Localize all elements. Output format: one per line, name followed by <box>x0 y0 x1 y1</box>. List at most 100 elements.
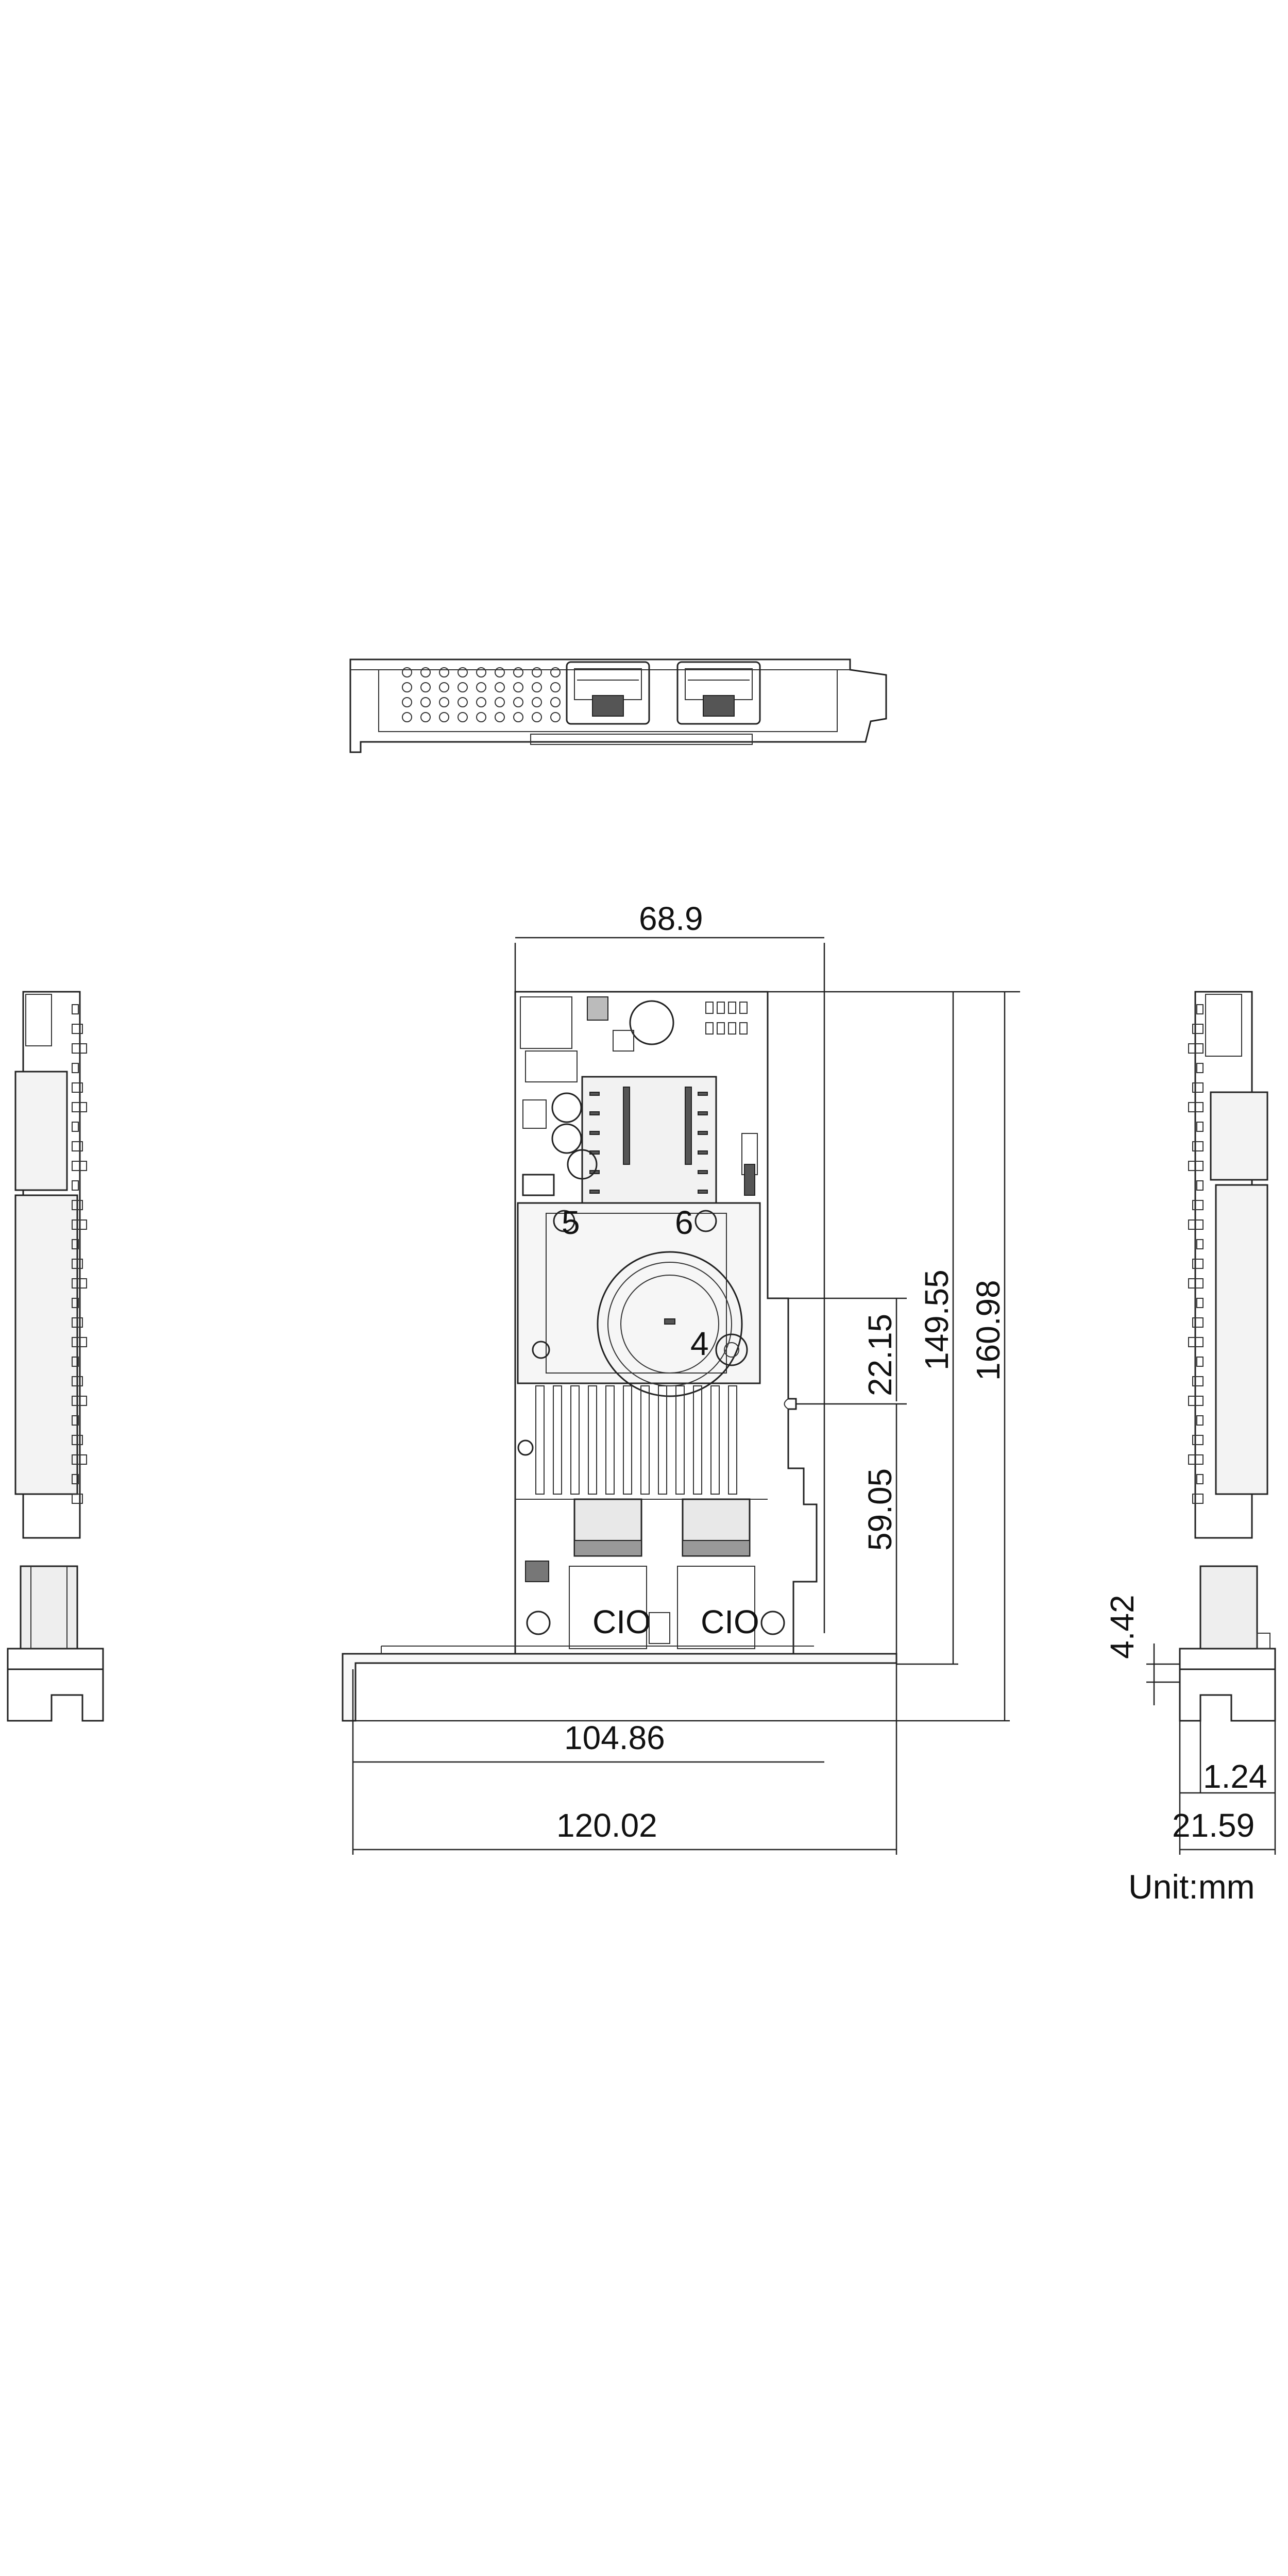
smd-part <box>728 1022 736 1035</box>
heatsink-fin <box>553 1385 562 1495</box>
dim-height-inner: 149.55 <box>918 1269 955 1370</box>
vent-hole <box>420 712 431 722</box>
side-part <box>72 1141 83 1151</box>
chip-pin <box>698 1190 708 1194</box>
heatsink-fin <box>675 1385 685 1495</box>
vent-hole <box>476 712 486 722</box>
dim-side-depth: 21.59 <box>1172 1807 1255 1844</box>
unit-label: Unit:mm <box>1128 1868 1255 1906</box>
heatsink-fin <box>640 1385 650 1495</box>
side-part <box>1196 1122 1204 1132</box>
vent-hole <box>532 697 542 707</box>
vent-hole <box>476 682 486 692</box>
vent-hole <box>439 682 449 692</box>
side-part <box>72 1043 87 1054</box>
side-part <box>1196 1180 1204 1191</box>
side-part <box>72 1180 79 1191</box>
vent-hole <box>420 682 431 692</box>
vent-hole <box>513 712 523 722</box>
side-part <box>72 1259 83 1269</box>
side-part <box>72 1415 79 1426</box>
vent-hole <box>457 712 468 722</box>
side-part <box>72 1239 79 1249</box>
port-label-6: 6 <box>675 1204 693 1241</box>
vent-hole <box>532 712 542 722</box>
side-part <box>72 1063 79 1073</box>
side-part <box>1196 1357 1204 1367</box>
side-part <box>72 1494 83 1504</box>
side-part <box>1192 1082 1204 1093</box>
heatsink-fin <box>728 1385 737 1495</box>
side-part <box>72 1376 83 1386</box>
side-part <box>1192 1141 1204 1151</box>
vent-hole <box>550 697 561 707</box>
vent-hole <box>420 697 431 707</box>
heatsink-fin <box>570 1385 580 1495</box>
side-part <box>1196 1298 1204 1308</box>
chip-pins <box>589 1092 708 1194</box>
smd-part <box>717 1002 725 1014</box>
vent-hole <box>550 667 561 677</box>
side-part <box>72 1357 79 1367</box>
connector-left: CIO <box>569 1498 651 1649</box>
chip-pin <box>589 1092 600 1096</box>
side-part <box>1188 1337 1204 1347</box>
chip-pin <box>698 1170 708 1174</box>
smd-part <box>739 1022 748 1035</box>
vent-hole <box>457 697 468 707</box>
dim-bracket-thickness: 1.24 <box>1203 1758 1267 1795</box>
side-part <box>72 1219 87 1230</box>
smd-part <box>728 1002 736 1014</box>
dimension-lines <box>352 937 1276 1855</box>
side-part <box>1188 1454 1204 1465</box>
smd-part <box>739 1002 748 1014</box>
vent-hole <box>495 667 505 677</box>
side-part <box>1192 1494 1204 1504</box>
side-part <box>72 1337 87 1347</box>
side-part <box>72 1082 83 1093</box>
vent-hole <box>495 682 505 692</box>
side-part <box>72 1454 87 1465</box>
smd-part <box>717 1022 725 1035</box>
side-part <box>72 1004 79 1014</box>
vent-holes <box>402 667 561 722</box>
port-label-5: 5 <box>562 1204 580 1241</box>
heatsink-fins <box>535 1385 737 1495</box>
vent-hole <box>513 667 523 677</box>
rj45-port-left <box>566 661 650 725</box>
heatsink-fin <box>623 1385 632 1495</box>
vent-hole <box>402 697 412 707</box>
port-label-4: 4 <box>690 1325 709 1362</box>
side-part <box>1192 1376 1204 1386</box>
side-part <box>1192 1259 1204 1269</box>
side-part <box>1196 1415 1204 1426</box>
dim-width-pcb: 104.86 <box>564 1719 665 1756</box>
vent-hole <box>439 667 449 677</box>
side-part <box>72 1024 83 1034</box>
chip-pin <box>589 1131 600 1135</box>
side-part <box>1188 1219 1204 1230</box>
dim-width-top: 68.9 <box>639 900 703 937</box>
chip-pin <box>698 1111 708 1115</box>
side-part <box>72 1474 79 1484</box>
side-part <box>1188 1102 1204 1112</box>
vent-hole <box>476 697 486 707</box>
side-components <box>72 1004 87 1504</box>
vent-hole <box>457 667 468 677</box>
side-part <box>1192 1317 1204 1328</box>
vent-hole <box>532 667 542 677</box>
side-part <box>1196 1004 1204 1014</box>
chip-pin <box>589 1111 600 1115</box>
dim-width-overall: 120.02 <box>556 1807 657 1844</box>
side-part <box>1192 1024 1204 1034</box>
side-part <box>72 1435 83 1445</box>
vent-hole <box>402 712 412 722</box>
vent-hole <box>513 682 523 692</box>
vent-hole <box>420 667 431 677</box>
vent-hole <box>439 712 449 722</box>
vent-hole <box>402 682 412 692</box>
smd-components <box>705 1002 748 1035</box>
side-part <box>1196 1474 1204 1484</box>
chip-pin <box>698 1150 708 1155</box>
